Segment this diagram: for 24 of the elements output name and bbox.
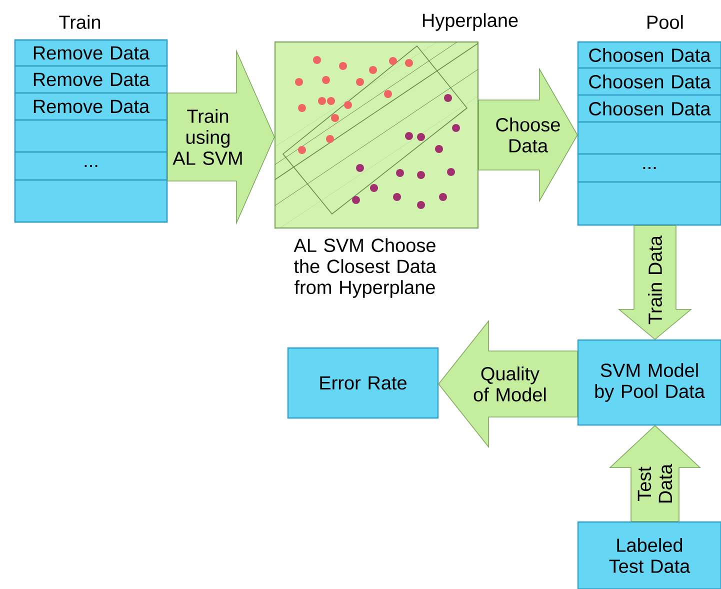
node-label: AL SVM Choose the Closest Data from Hyperplane [294, 238, 436, 298]
row-cell: Remove Data [14, 39, 168, 67]
heading: Hyperplane [422, 13, 518, 31]
process-box: Error Rate [287, 347, 439, 419]
row-cell: Choosen Data [577, 67, 721, 96]
row-cell: Remove Data [14, 65, 168, 94]
edge-label: Choose Data [490, 118, 566, 152]
heading: Pool [648, 15, 683, 29]
edge-label: Test Data [638, 458, 672, 510]
row-cell [577, 121, 721, 155]
process-box: Labeled Test Data [577, 521, 721, 589]
edge-label: Train Data [648, 235, 662, 325]
edge-label: Quality of Model [469, 366, 551, 402]
row-cell: ... [577, 153, 721, 183]
row-cell: Choosen Data [577, 94, 721, 123]
edge-label: Train using AL SVM [170, 109, 246, 165]
process-box: SVM Model by Pool Data [577, 339, 721, 426]
row-cell [14, 179, 168, 223]
row-cell [577, 181, 721, 226]
row-cell [14, 119, 168, 153]
row-cell: Choosen Data [577, 41, 721, 69]
row-cell: Remove Data [14, 92, 168, 121]
row-cell: ... [14, 151, 168, 181]
heading: Train [59, 15, 100, 29]
